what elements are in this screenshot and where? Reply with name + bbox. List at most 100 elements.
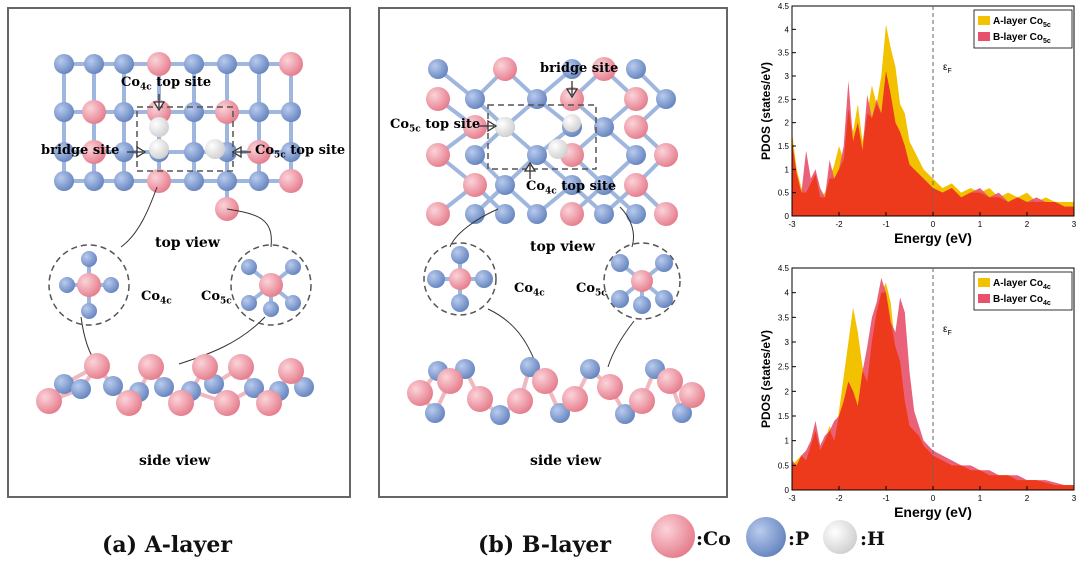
atom-p bbox=[580, 359, 600, 379]
atom-co bbox=[631, 270, 653, 292]
atom-p bbox=[672, 403, 692, 423]
overlap-area bbox=[792, 292, 1074, 490]
h-atom bbox=[495, 117, 515, 137]
atom-p bbox=[217, 54, 237, 74]
atom-p bbox=[465, 89, 485, 109]
label-co5c-top-site-a: Co5c top site bbox=[255, 143, 346, 161]
atom-p bbox=[54, 171, 74, 191]
atom-co bbox=[214, 390, 240, 416]
atom-co bbox=[215, 100, 239, 124]
atom-p bbox=[281, 102, 301, 122]
panel-b: bridge site Co5c top site Co4c top site … bbox=[378, 7, 728, 498]
atom-co bbox=[463, 173, 487, 197]
atom-p bbox=[249, 54, 269, 74]
h-atom bbox=[563, 114, 581, 132]
label-top-view-b: top view bbox=[530, 239, 595, 255]
y-tick-label: 1.5 bbox=[778, 142, 790, 151]
x-tick-label: -3 bbox=[788, 220, 796, 229]
y-tick-label: 2.5 bbox=[778, 95, 790, 104]
x-tick-label: 2 bbox=[1025, 220, 1030, 229]
atom-co bbox=[278, 358, 304, 384]
atom-p bbox=[633, 296, 651, 314]
atom-p bbox=[103, 277, 119, 293]
y-tick-label: 4.5 bbox=[778, 2, 790, 11]
caption-b: (b) B-layer bbox=[478, 532, 611, 558]
atom-p bbox=[249, 102, 269, 122]
atom-p bbox=[451, 294, 469, 312]
y-tick-label: 4 bbox=[785, 25, 790, 34]
label-side-view-a: side view bbox=[139, 453, 211, 469]
atom-p bbox=[626, 59, 646, 79]
atom-co bbox=[147, 52, 171, 76]
h-atom bbox=[205, 139, 225, 159]
label-bridge-site-a: bridge site bbox=[41, 143, 120, 158]
atom-p bbox=[626, 204, 646, 224]
atom-p bbox=[451, 246, 469, 264]
atom-co bbox=[449, 268, 471, 290]
atom-co bbox=[467, 386, 493, 412]
label-co4c-a: Co4c bbox=[141, 289, 172, 307]
atom-p bbox=[54, 54, 74, 74]
atom-co bbox=[279, 52, 303, 76]
legend-swatch bbox=[978, 16, 990, 25]
label-top-view-a: top view bbox=[155, 235, 220, 251]
legend-swatch bbox=[978, 32, 990, 41]
atom-co bbox=[426, 87, 450, 111]
h-atom bbox=[149, 117, 169, 137]
atom-co bbox=[77, 273, 101, 297]
atom-p bbox=[656, 89, 676, 109]
y-tick-label: 2.5 bbox=[778, 363, 790, 372]
y-axis-label: PDOS (states/eV) bbox=[759, 330, 773, 428]
atom-co bbox=[532, 368, 558, 394]
atom-p bbox=[114, 142, 134, 162]
atom-p bbox=[241, 295, 257, 311]
x-tick-label: -1 bbox=[882, 494, 890, 503]
fermi-label: εF bbox=[943, 62, 952, 75]
legend-entry: A-layer Co5c bbox=[993, 16, 1051, 29]
legend-p-label: :P bbox=[788, 528, 810, 550]
panel-b-structure bbox=[407, 57, 705, 425]
atom-p bbox=[527, 204, 547, 224]
panel-a-structure bbox=[36, 52, 314, 416]
legend-atoms bbox=[651, 514, 857, 558]
atom-p bbox=[184, 102, 204, 122]
atom-co bbox=[624, 173, 648, 197]
y-tick-label: 1 bbox=[785, 165, 790, 174]
legend-box bbox=[973, 9, 1073, 49]
atom-co bbox=[426, 202, 450, 226]
atom-p bbox=[184, 142, 204, 162]
atom-co bbox=[560, 202, 584, 226]
y-tick-label: 3.5 bbox=[778, 313, 790, 322]
atom-p bbox=[81, 251, 97, 267]
atom-p bbox=[527, 89, 547, 109]
y-tick-label: 3 bbox=[785, 338, 790, 347]
y-tick-label: 0.5 bbox=[778, 189, 790, 198]
atom-co bbox=[247, 140, 271, 164]
label-co5c-a: Co5c bbox=[201, 289, 232, 307]
atom-p bbox=[285, 259, 301, 275]
x-tick-label: 1 bbox=[978, 220, 983, 229]
atom-co bbox=[624, 87, 648, 111]
x-axis-label: Energy (eV) bbox=[894, 230, 972, 246]
atom-co bbox=[657, 368, 683, 394]
y-tick-label: 1 bbox=[785, 437, 790, 446]
atom-p bbox=[241, 259, 257, 275]
y-tick-label: 0 bbox=[785, 212, 790, 221]
atom-co bbox=[256, 390, 282, 416]
atom-co bbox=[624, 115, 648, 139]
atom-p bbox=[184, 171, 204, 191]
x-tick-label: -2 bbox=[835, 220, 843, 229]
y-tick-label: 0.5 bbox=[778, 461, 790, 470]
y-tick-label: 0 bbox=[785, 486, 790, 495]
atom-p bbox=[465, 204, 485, 224]
caption-a: (a) A-layer bbox=[102, 532, 232, 558]
atom-p bbox=[103, 376, 123, 396]
atom-co bbox=[279, 169, 303, 193]
legend-h-label: :H bbox=[860, 528, 885, 550]
atom-co bbox=[463, 115, 487, 139]
atom-co bbox=[192, 354, 218, 380]
atom-p bbox=[550, 403, 570, 423]
atom-p bbox=[562, 175, 582, 195]
y-tick-label: 4 bbox=[785, 289, 790, 298]
atom-p bbox=[81, 303, 97, 319]
